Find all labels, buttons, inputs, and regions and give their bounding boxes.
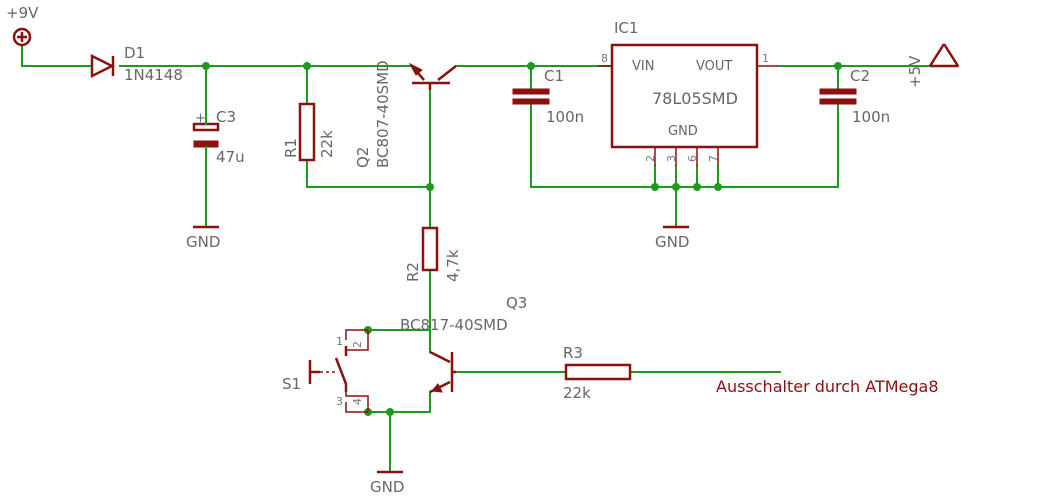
ic1-regulator: IC1 VIN VOUT 78L05SMD GND 8 1 2 3 6 7 [598,19,778,166]
junctions [202,62,842,416]
gnd-symbol-ic: GND [655,225,689,251]
ic1-vout-label: VOUT [696,59,732,74]
resistor-r3: R3 22k [563,344,632,402]
s1-pin-num: 2 [351,341,364,348]
c1-plate-bottom-icon [512,98,550,105]
resistor-r1: R1 22k [282,102,336,162]
r1-name: R1 [282,138,300,158]
q3-arrow-icon [430,383,443,393]
s1-contact-bottom-icon [334,357,348,392]
junction-dot [672,183,680,191]
s1-name: S1 [282,375,301,393]
supply-arrow-icon [928,43,960,68]
r3-value: 22k [563,384,591,402]
r1-body-icon [298,102,316,162]
junction-dot [426,183,434,191]
ic1-value: 78L05SMD [652,89,738,108]
wire-r1-bottom [306,159,431,188]
ic1-pin-num-gnd: 7 [707,155,720,162]
ic1-pin-num-vout: 1 [762,52,769,65]
junction-dot [834,62,842,70]
ic1-pin-num-gnd: 6 [686,155,699,162]
r2-value: 4,7k [444,249,462,282]
capacitor-c2: C2 100n [819,67,890,126]
plus-circle-icon [12,27,32,47]
r3-name: R3 [563,344,583,362]
gnd-symbol-c3: GND [186,225,220,251]
s1-pin-num: 4 [351,398,364,405]
c1-name: C1 [544,67,564,85]
q3-collector-leg-icon [429,350,451,364]
s1-pin-num: 1 [336,335,343,348]
q3-value: BC817-40SMD [400,316,508,334]
wire-q3-emitter [367,391,431,413]
transistor-q2: Q2 BC807-40SMD [354,60,457,168]
q2-value: BC807-40SMD [374,60,392,168]
junction-dot [386,408,394,416]
c1-plate-top-icon [512,88,550,95]
wires [21,45,959,473]
capacitor-c1: C1 100n [512,67,584,126]
ic1-pin-num-gnd: 2 [644,155,657,162]
net-label-atmega: Ausschalter durch ATMega8 [716,377,939,396]
supply-5v: +5V [906,43,960,88]
c3-name: C3 [216,108,236,126]
c2-plate-top-icon [819,88,857,95]
ic1-pin-num-vin: 8 [601,52,608,65]
ic1-vin-label: VIN [632,59,654,74]
c3-polarity: + [195,111,206,126]
q2-collector-leg-icon [437,65,457,81]
c1-value: 100n [546,108,584,126]
d1-name: D1 [124,44,145,62]
r1-value: 22k [318,130,336,158]
wire-9v-drop [21,45,89,67]
switch-s1: S1 1 2 3 4 [282,329,369,413]
c2-value: 100n [852,108,890,126]
ic1-pin-num-gnd: 3 [665,155,678,162]
junction-dot [527,62,535,70]
junction-dot [693,183,701,191]
s1-frame-bottom-icon [345,392,369,413]
q2-arrow-icon [408,62,423,76]
ic1-name: IC1 [614,19,638,37]
q3-name: Q3 [506,294,527,312]
diode-d1: D1 1N4148 [87,44,183,84]
wire-c1-bottom [530,102,839,188]
gnd-c3-label: GND [186,233,220,251]
gnd-ic-label: GND [655,233,689,251]
r2-name: R2 [404,262,422,282]
junction-dot [651,183,659,191]
plus-sign-icon [17,32,27,42]
d1-value: 1N4148 [124,66,183,84]
c2-name: C2 [850,67,870,85]
supply-9v: +9V [6,4,39,47]
s1-actuator-icon [308,360,320,384]
gnd-symbol-q3: GND [370,470,404,496]
ic1-body [610,43,759,149]
junction-dot [714,183,722,191]
q2-name: Q2 [354,147,372,168]
supply-5v-label: +5V [906,55,924,88]
diode-triangle-icon [90,53,115,79]
c3-value: 47u [216,148,245,166]
supply-9v-label: +9V [6,4,39,22]
c2-plate-bottom-icon [819,98,857,105]
junction-dot [303,62,311,70]
transistor-q3: Q3 BC817-40SMD [400,294,527,394]
r3-body-icon [564,363,632,381]
gnd-q3-label: GND [370,478,404,496]
resistor-r2: R2 4,7k [404,226,462,282]
junction-dot [202,62,210,70]
capacitor-c3: + C3 47u [192,108,245,166]
s1-pin-num: 3 [336,395,343,408]
ic1-pin-gnd-icon [654,147,719,166]
r2-body-icon [421,226,439,272]
ic1-gnd-label: GND [668,124,698,139]
